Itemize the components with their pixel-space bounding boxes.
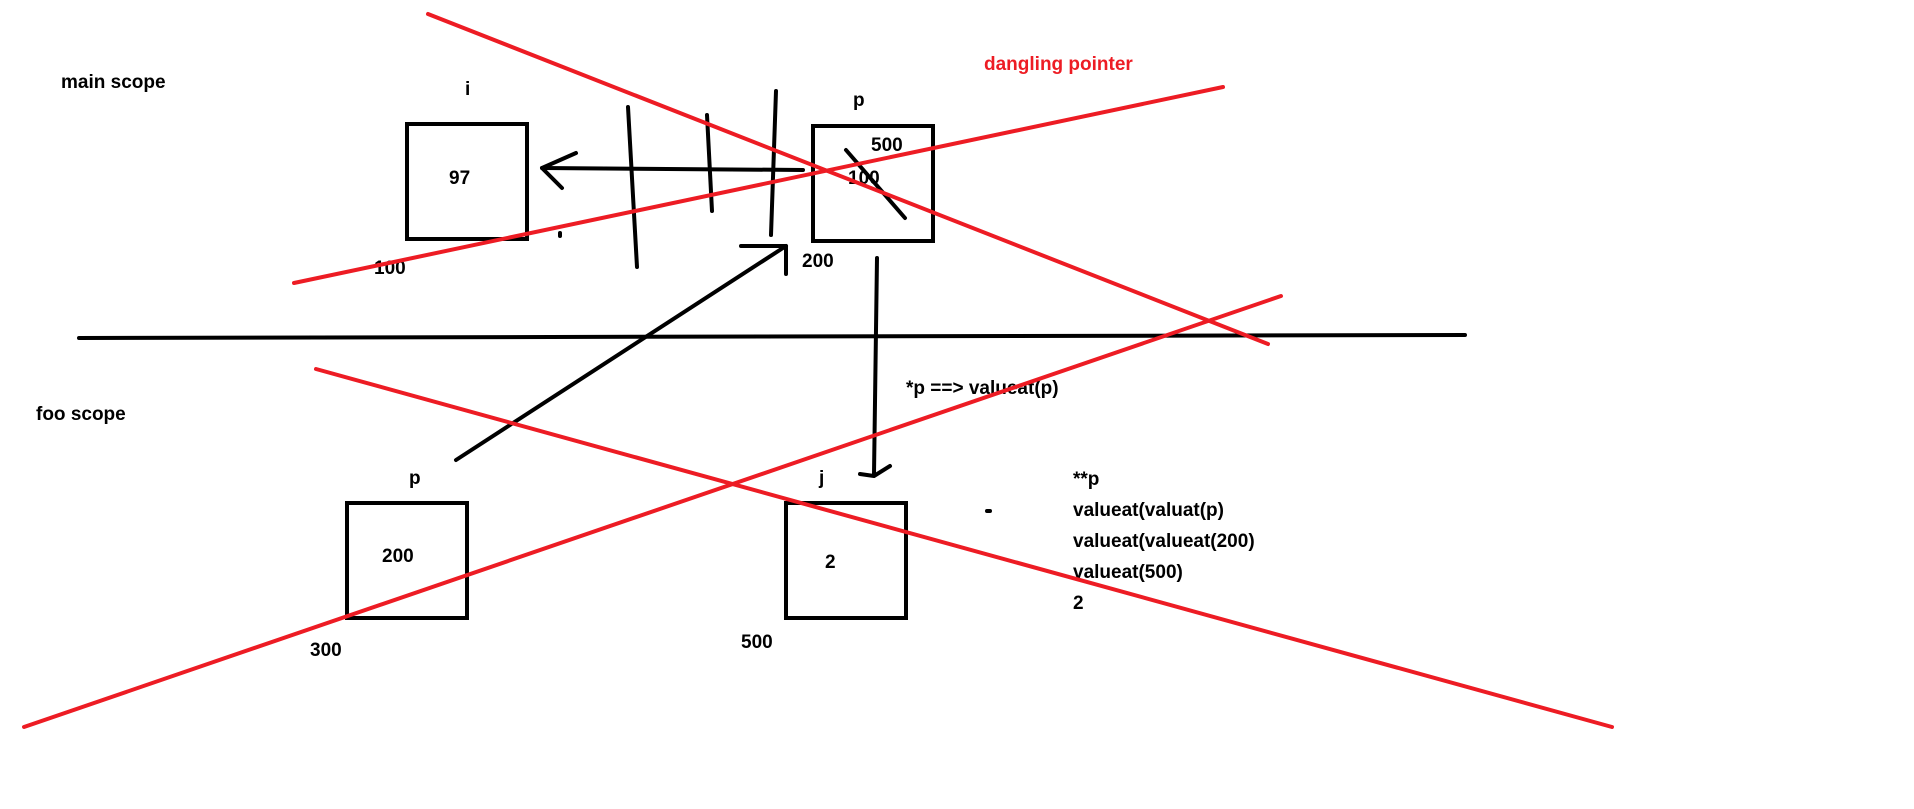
foo-var-j-value: 2 xyxy=(825,552,836,573)
main-var-p-box xyxy=(811,124,935,243)
main-scope-label: main scope xyxy=(61,72,166,93)
evaluation-step: valueat(valueat(200) xyxy=(1073,531,1255,552)
evaluation-step: 2 xyxy=(1073,593,1084,614)
evaluation-steps: **p valueat(valuat(p) valueat(valueat(20… xyxy=(1073,469,1255,614)
main-var-i-name: i xyxy=(465,79,470,100)
pointer-arrow-p-to-i-head xyxy=(540,151,578,190)
evaluation-step: **p xyxy=(1073,469,1099,490)
pointer-arrow-foo-p-to-main-p-head xyxy=(739,244,788,276)
foo-var-j-box xyxy=(784,501,908,620)
pointer-arrow-p-to-j-head xyxy=(858,464,892,478)
evaluation-step: valueat(valuat(p) xyxy=(1073,500,1224,521)
strike-line-main-1 xyxy=(426,12,1270,346)
foo-scope-label: foo scope xyxy=(36,404,126,425)
foo-var-j: j 2 500 xyxy=(741,468,908,653)
foo-var-p-value: 200 xyxy=(382,546,414,567)
foo-var-j-name: j xyxy=(818,468,824,489)
main-var-i-value: 97 xyxy=(449,168,470,189)
foo-var-p-name: p xyxy=(409,468,421,489)
main-var-p-name: p xyxy=(853,90,865,111)
pointer-arrow-p-to-i xyxy=(540,166,805,172)
foo-var-j-address: 500 xyxy=(741,632,773,653)
dangling-pointer-note: dangling pointer xyxy=(984,54,1133,75)
main-var-p-address: 200 xyxy=(802,251,834,272)
cut-mark-3 xyxy=(769,89,778,237)
old-value-strike xyxy=(844,148,907,220)
strike-line-main-2 xyxy=(292,85,1225,285)
main-var-p: p 500 100 200 xyxy=(802,90,935,272)
cut-mark-1 xyxy=(626,105,639,269)
foo-var-p-box xyxy=(345,501,469,620)
pointer-arrow-foo-p-to-main-p xyxy=(454,244,788,462)
strike-line-foo-1 xyxy=(314,367,1614,729)
pointer-arrow-p-to-j xyxy=(872,256,879,476)
foo-var-p: p 200 300 xyxy=(310,468,469,661)
evaluation-step: valueat(500) xyxy=(1073,562,1183,583)
scope-divider xyxy=(77,333,1467,340)
strike-line-foo-2 xyxy=(22,294,1283,729)
main-var-p-new-value: 500 xyxy=(871,135,903,156)
foo-var-p-address: 300 xyxy=(310,640,342,661)
main-var-i-box xyxy=(405,122,529,241)
